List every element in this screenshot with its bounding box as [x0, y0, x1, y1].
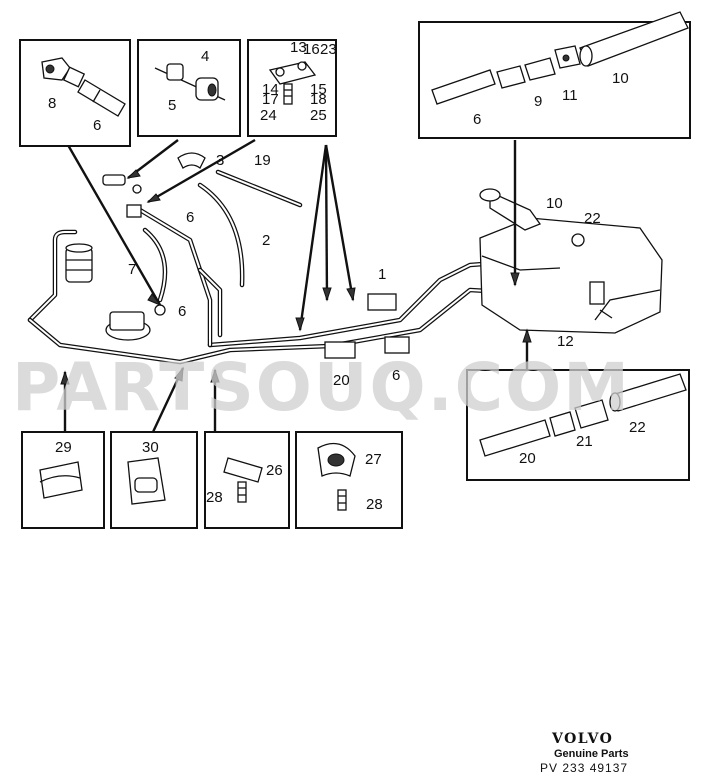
- callout-25: 25: [310, 107, 327, 124]
- genuine-parts-label: Genuine Parts: [554, 748, 629, 760]
- callout-8: 8: [48, 95, 56, 112]
- callout-14: 14: [262, 81, 279, 98]
- callout-20-strip: 20: [333, 372, 350, 389]
- callout-10-tank: 10: [546, 195, 563, 212]
- callout-11: 11: [562, 87, 578, 104]
- detail-box-26-28: [204, 431, 290, 529]
- callout-numbers: 1 2 3 4 5 6 6 6 6 6 7 8 9 10 10 11 12 13…: [48, 39, 646, 513]
- callout-22-box: 22: [629, 419, 646, 436]
- callout-1: 1: [378, 266, 386, 283]
- callout-3: 3: [216, 152, 224, 169]
- callout-6-strip: 6: [392, 367, 400, 384]
- detail-box-4-5: [137, 39, 241, 137]
- callout-22-tank: 22: [584, 210, 601, 227]
- line-fittings: [102, 152, 206, 218]
- callout-9: 9: [534, 93, 542, 110]
- detail-box-hose-connector-top: [418, 11, 691, 139]
- callout-17: 17: [262, 91, 279, 108]
- callout-19: 19: [254, 152, 271, 169]
- callout-27: 27: [365, 451, 382, 468]
- callout-15: 15: [310, 81, 327, 98]
- callout-6-box: 6: [93, 117, 101, 134]
- callout-16: 16: [303, 41, 320, 58]
- watermark: PARTSOUQ.COM: [12, 349, 631, 426]
- detail-box-29: [21, 431, 105, 529]
- callout-4: 4: [201, 48, 209, 65]
- callout-7: 7: [128, 261, 136, 278]
- callout-10-top: 10: [612, 70, 629, 87]
- callout-21: 21: [576, 433, 593, 450]
- callout-28-a: 28: [206, 489, 223, 506]
- callout-leaders: [60, 138, 532, 433]
- callout-24: 24: [260, 107, 277, 124]
- detail-box-30: [110, 431, 198, 529]
- callout-18: 18: [310, 91, 327, 108]
- callout-2: 2: [262, 232, 270, 249]
- callout-13: 13: [290, 39, 307, 56]
- fuel-pump-assembly: [105, 304, 166, 341]
- callout-26: 26: [266, 462, 283, 479]
- line-labels-strip: [324, 293, 410, 359]
- callout-6-mid: 6: [186, 209, 194, 226]
- callout-6-topright: 6: [473, 111, 481, 128]
- brand-block: VOLVO Genuine Parts PV 233 49137: [540, 731, 629, 775]
- callout-20-box: 20: [519, 450, 536, 467]
- fuel-tank: [479, 188, 663, 334]
- detail-box-clamps: [247, 39, 337, 137]
- callout-6-lower: 6: [178, 303, 186, 320]
- callout-23: 23: [320, 41, 337, 58]
- fuel-pipes: [27, 169, 623, 365]
- fuel-filter-canister: [65, 243, 93, 283]
- callout-12: 12: [557, 333, 574, 350]
- part-code: PV 233 49137: [540, 761, 628, 775]
- callout-30: 30: [142, 439, 159, 456]
- detail-box-hose-connector-bottom: [466, 369, 690, 481]
- callout-5: 5: [168, 97, 176, 114]
- detail-box-8-6: [19, 39, 131, 147]
- callout-29: 29: [55, 439, 72, 456]
- callout-28-b: 28: [366, 496, 383, 513]
- detail-box-27-28: [295, 431, 403, 529]
- volvo-logo: VOLVO: [551, 731, 613, 747]
